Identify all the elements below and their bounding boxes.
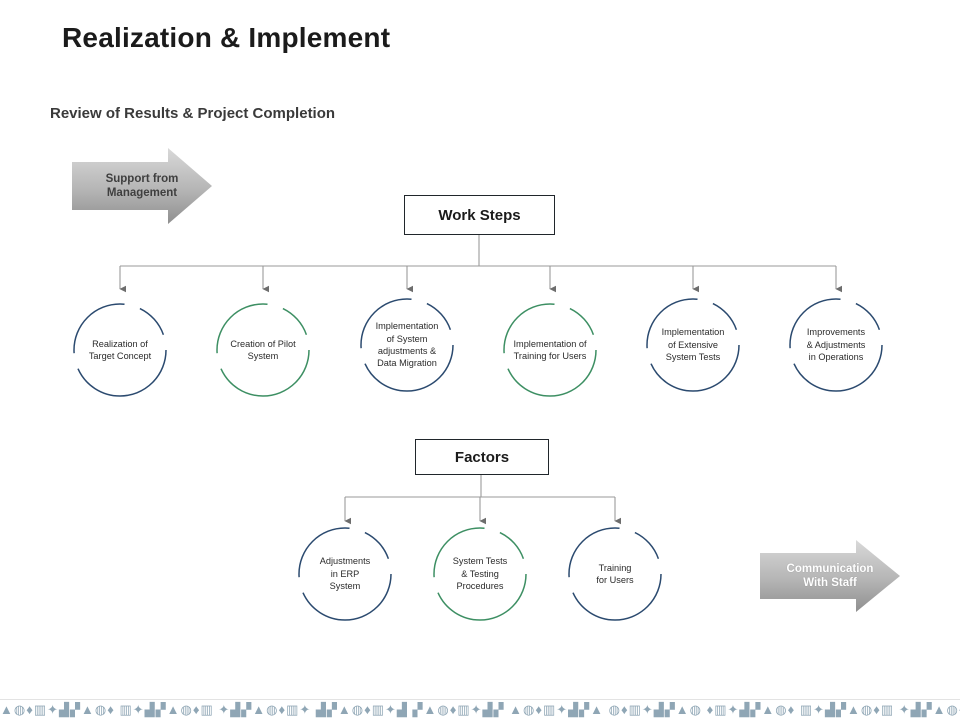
work-step-node-2-label: Creation of Pilot System: [230, 338, 296, 361]
work-step-node-6[interactable]: Improvements & Adjustments in Operations: [788, 297, 884, 393]
factors-box[interactable]: Factors: [415, 439, 549, 475]
work-steps-label: Work Steps: [438, 206, 521, 224]
page-subtitle: Review of Results & Project Completion: [50, 105, 336, 122]
factor-node-3-label: Training for Users: [596, 562, 634, 585]
support-from-management-banner: Support from Management: [72, 148, 212, 224]
work-step-node-5-label: Implementation of Extensive System Tests: [661, 327, 725, 363]
arrow-shape-right: [72, 148, 212, 224]
work-step-node-1-label: Realization of Target Concept: [88, 338, 152, 361]
factor-node-2-label: System Tests & Testing Procedures: [452, 556, 508, 592]
work-steps-box[interactable]: Work Steps: [404, 195, 555, 235]
page-title: Realization & Implement: [62, 22, 391, 53]
work-step-node-4-label: Implementation of Training for Users: [513, 338, 587, 361]
work-step-node-2[interactable]: Creation of Pilot System: [215, 302, 311, 398]
factor-node-1[interactable]: Adjustments in ERP System: [297, 526, 393, 622]
factors-label: Factors: [454, 448, 510, 466]
work-step-node-3[interactable]: Implementation of System adjustments & D…: [359, 297, 455, 393]
communication-with-staff-banner: Communication With Staff: [760, 540, 900, 612]
work-step-node-4[interactable]: Implementation of Training for Users: [502, 302, 598, 398]
arrow-shape-right: [760, 540, 900, 612]
footer-divider: [0, 699, 960, 700]
work-step-node-3-label: Implementation of System adjustments & D…: [375, 321, 439, 369]
work-step-node-5[interactable]: Implementation of Extensive System Tests: [645, 297, 741, 393]
factor-node-1-label: Adjustments in ERP System: [319, 556, 371, 592]
work-step-node-1[interactable]: Realization of Target Concept: [72, 302, 168, 398]
factor-node-3[interactable]: Training for Users: [567, 526, 663, 622]
work-step-node-6-label: Improvements & Adjustments in Operations: [806, 327, 866, 363]
footer-icon-strip: ▲◍♦▥✦▟▞▲◍♦ ▥✦▟▞▲◍♦▥ ✦▟▞▲◍♦▥✦ ▟▞▲◍♦▥✦▟ ▞▲…: [0, 700, 960, 720]
factor-node-2[interactable]: System Tests & Testing Procedures: [432, 526, 528, 622]
